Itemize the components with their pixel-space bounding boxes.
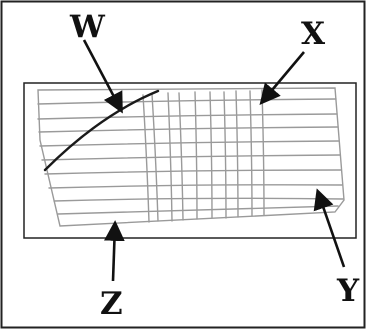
arrows: [82, 39, 346, 282]
vertical-line: [223, 91, 227, 219]
horizontal-line: [53, 197, 344, 202]
vertical-line: [178, 92, 184, 221]
label-x: X: [301, 16, 326, 52]
label-z: Z: [100, 286, 123, 322]
arrow-x: [259, 51, 305, 105]
vertical-line: [249, 90, 253, 217]
horizontal-line: [57, 205, 339, 215]
horizontal-line: [44, 169, 342, 175]
label-w: W: [69, 9, 106, 45]
vertical-line: [209, 91, 213, 219]
vertical-line: [167, 92, 173, 222]
arrow-w: [82, 39, 123, 114]
vertical-line: [261, 89, 265, 216]
sheet-outline: [37, 87, 345, 227]
vertical-line: [151, 93, 159, 222]
horizontal-line: [38, 126, 339, 133]
arrow-z: [104, 220, 125, 282]
horizontal-line: [39, 140, 340, 147]
dark-curve: [43, 89, 160, 172]
arrow-y: [313, 188, 346, 268]
label-y: Y: [336, 273, 360, 309]
vertical-line: [235, 90, 239, 218]
horizontal-line: [37, 113, 338, 120]
horizontal-line: [48, 184, 343, 189]
vertical-line: [194, 91, 198, 220]
vertical-line: [142, 94, 150, 223]
horizontal-line: [37, 98, 337, 105]
grid-sketch: [37, 87, 345, 227]
inner-box: [23, 82, 357, 239]
horizontal-line: [41, 154, 341, 161]
